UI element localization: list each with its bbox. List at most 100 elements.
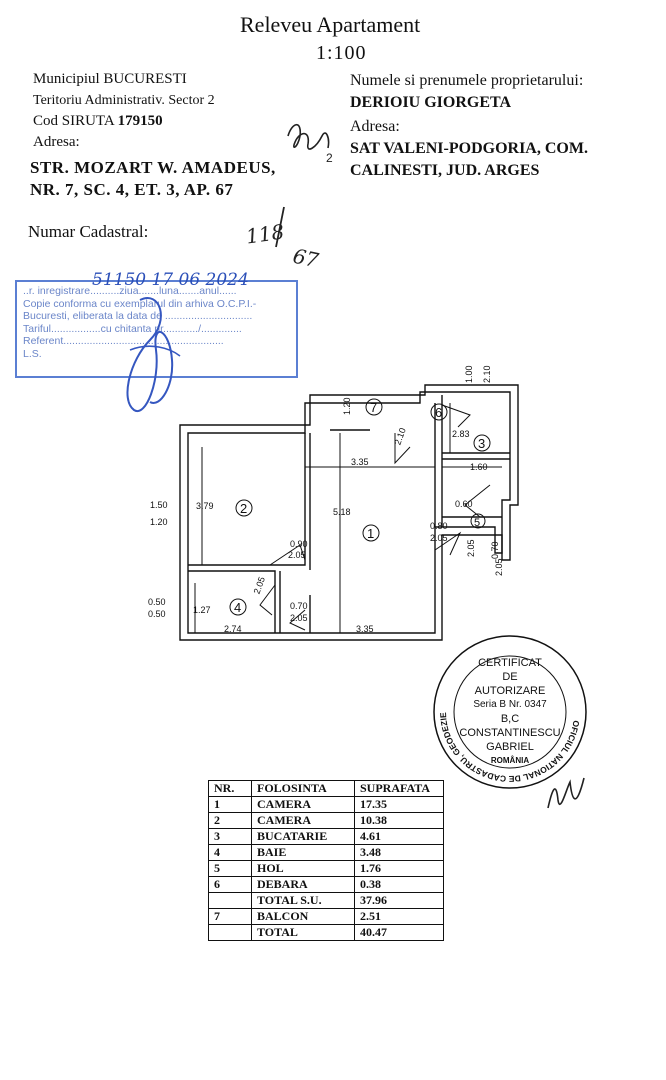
table-row: 7 BALCON 2.51 <box>208 908 444 925</box>
table-cell: HOL <box>251 860 355 877</box>
floor-plan: 1 2 3 4 5 6 7 3.35 5.18 3.79 1.50 1.20 1… <box>148 365 519 641</box>
dim-205-b: 2.05 <box>430 533 448 543</box>
table-cell: 40.47 <box>354 924 444 941</box>
seal-line-3: AUTORIZARE <box>474 685 546 697</box>
svg-text:2: 2 <box>326 151 333 165</box>
table-cell: 1 <box>208 796 252 813</box>
siruta-label: Cod SIRUTA <box>33 113 114 129</box>
seal-line-5: B,C <box>500 713 520 725</box>
dim-518: 5.18 <box>333 507 351 517</box>
signature-mark-top: 2 <box>287 123 333 165</box>
room-6-label: 6 <box>435 405 442 420</box>
table-cell: 4 <box>208 844 252 861</box>
dim-205-a: 2.05 <box>288 550 306 560</box>
table-cell: 3 <box>208 828 252 845</box>
surface-table: NR. FOLOSINTA SUPRAFATA 1 CAMERA 17.35 2… <box>208 780 444 941</box>
table-header-row: NR. FOLOSINTA SUPRAFATA <box>208 780 444 797</box>
table-row: 4 BAIE 3.48 <box>208 844 444 861</box>
dim-283: 2.83 <box>452 429 470 439</box>
page-title: Releveu Apartament <box>240 12 421 37</box>
table-row: 1 CAMERA 17.35 <box>208 796 444 813</box>
dim-100: 1.00 <box>464 365 474 383</box>
dim-070: 0.70 <box>290 601 308 611</box>
table-cell: 2 <box>208 812 252 829</box>
table-cell: 37.96 <box>354 892 444 909</box>
cadastral-handwritten-2: 67 <box>290 243 321 273</box>
table-row: 2 CAMERA 10.38 <box>208 812 444 829</box>
dim-080: 0.80 <box>430 521 448 531</box>
teritoriu-text: Teritoriu Administrativ. Sector 2 <box>33 93 215 108</box>
dim-050: 0.50 <box>148 597 166 607</box>
seal-ring: OFICIUL NATIONAL DE CADASTRU, GEODEZIE S… <box>430 632 587 789</box>
table-cell: BAIE <box>251 844 355 861</box>
room-1-label: 1 <box>367 526 374 541</box>
dim-150: 1.50 <box>150 500 168 510</box>
authorization-seal: OFICIUL NATIONAL DE CADASTRU, GEODEZIE S… <box>430 632 590 792</box>
table-cell: 2.51 <box>354 908 444 925</box>
table-cell: DEBARA <box>251 876 355 893</box>
table-header-cell: FOLOSINTA <box>251 780 355 797</box>
scale-label: 1:100 <box>316 42 367 64</box>
dim-127: 1.27 <box>193 605 211 615</box>
left-address-line2: NR. 7, SC. 4, ET. 3, AP. 67 <box>30 180 234 199</box>
municipiu-text: Municipiul BUCURESTI <box>33 71 187 87</box>
stamp-line-5: Referent................................… <box>23 335 224 347</box>
siruta-row: Cod SIRUTA 179150 <box>33 112 163 131</box>
table-cell: 3.48 <box>354 844 444 861</box>
owner-name: DERIOIU GIORGETA <box>350 94 512 111</box>
dim-205-d: 2.05 <box>252 575 267 595</box>
table-cell: 17.35 <box>354 796 444 813</box>
dim-274: 2.74 <box>224 624 242 634</box>
dim-205-e: 2.05 <box>466 539 476 557</box>
room-4-label: 4 <box>234 600 241 615</box>
table-cell <box>208 892 252 909</box>
table-header-cell: NR. <box>208 780 252 797</box>
stamp-line-3: Bucuresti, eliberata la data de ........… <box>23 310 253 322</box>
room-2-label: 2 <box>240 501 247 516</box>
table-cell: BALCON <box>251 908 355 925</box>
table-cell: 0.38 <box>354 876 444 893</box>
table-cell: CAMERA <box>251 796 355 813</box>
table-row: 5 HOL 1.76 <box>208 860 444 877</box>
dim-060: 0.60 <box>455 499 473 509</box>
table-cell: 5 <box>208 860 252 877</box>
table-row: 6 DEBARA 0.38 <box>208 876 444 893</box>
blue-signature <box>126 297 181 413</box>
left-address-label: Adresa: <box>33 134 80 150</box>
table-cell: BUCATARIE <box>251 828 355 845</box>
stamp-handwritten-number: 51150 17 06 2024 <box>92 270 249 290</box>
seal-country: ROMÂNIA <box>490 756 530 765</box>
dim-090: 0.90 <box>290 539 308 549</box>
table-row: TOTAL 40.47 <box>208 924 444 941</box>
stamp-line-2: Copie conforma cu exemplarul din arhiva … <box>23 297 257 310</box>
table-cell: TOTAL <box>251 924 355 941</box>
seal-signature <box>547 777 585 809</box>
dim-120-top: 1.20 <box>342 397 352 415</box>
left-address-line1: STR. MOZART W. AMADEUS, <box>30 158 276 177</box>
table-cell: 4.61 <box>354 828 444 845</box>
right-address-line2: CALINESTI, JUD. ARGES <box>350 162 540 179</box>
dim-379: 3.79 <box>196 501 214 511</box>
room-7-label: 7 <box>370 400 377 415</box>
table-row: TOTAL S.U. 37.96 <box>208 892 444 909</box>
dim-210: 2.10 <box>482 365 492 383</box>
table-cell <box>208 924 252 941</box>
table-row: 3 BUCATARIE 4.61 <box>208 828 444 845</box>
dim-050b: 0.50 <box>148 609 166 619</box>
seal-line-2: DE <box>502 671 518 683</box>
dim-160: 1.60 <box>470 462 488 472</box>
stamp-line-1: ..r. inregistrare..........ziua.......lu… <box>23 285 237 297</box>
cadastral-label: Numar Cadastral: <box>28 222 149 241</box>
dim-120-left: 1.20 <box>150 517 168 527</box>
handwritten-slash <box>275 206 285 248</box>
ocpi-copy-stamp: ..r. inregistrare..........ziua.......lu… <box>15 280 298 378</box>
table-cell: 6 <box>208 876 252 893</box>
room-3-label: 3 <box>478 436 485 451</box>
seal-line-4: Seria B Nr. 0347 <box>473 699 547 710</box>
dim-205-f: 2.05 <box>494 558 504 576</box>
dim-335-bottom: 3.35 <box>356 624 374 634</box>
seal-line-6: CONSTANTINESCU <box>459 727 561 739</box>
right-address-label: Adresa: <box>350 118 400 135</box>
room-5-label: 5 <box>474 517 480 529</box>
owner-label: Numele si prenumele proprietarului: <box>350 72 584 89</box>
